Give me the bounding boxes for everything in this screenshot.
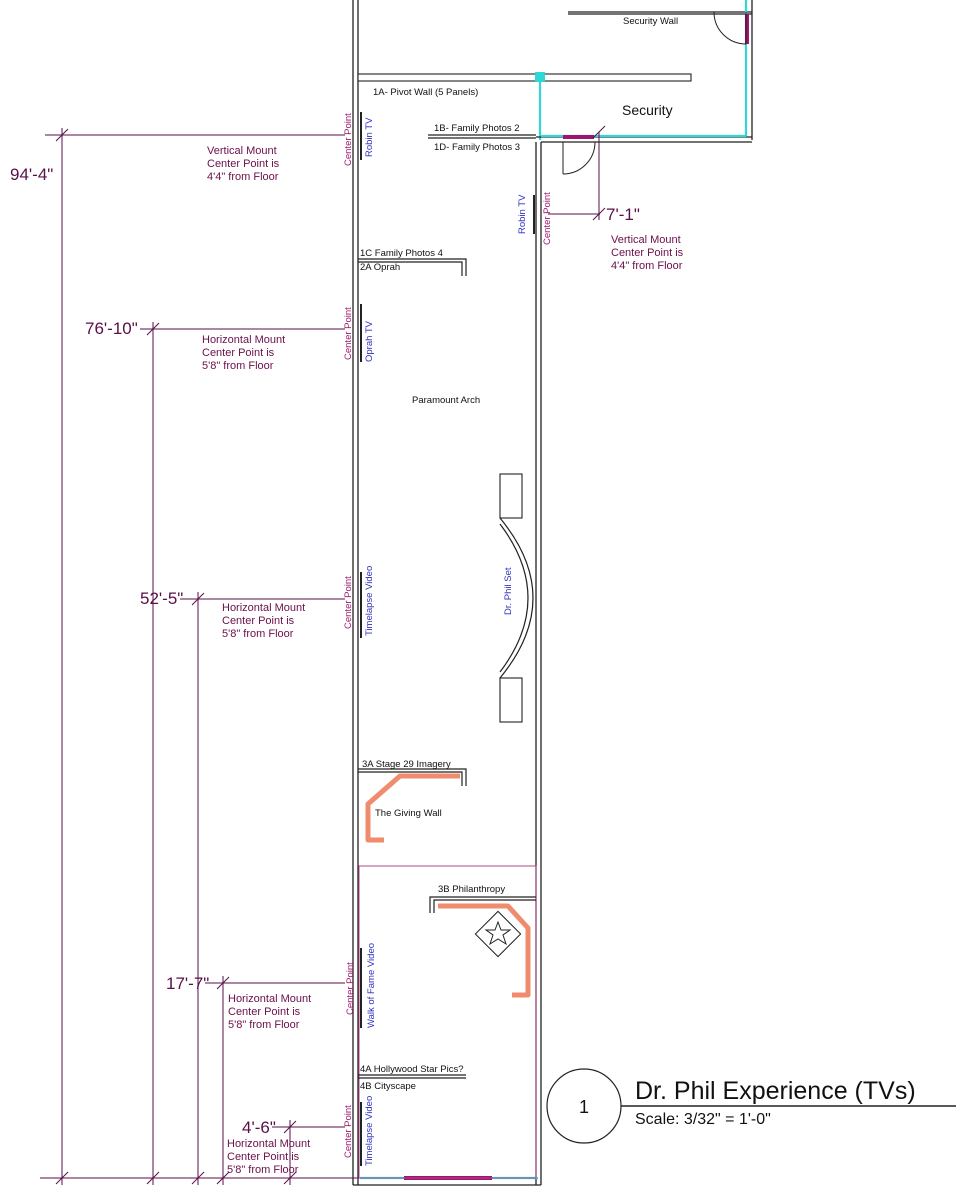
svg-text:5'8" from Floor: 5'8" from Floor bbox=[222, 628, 294, 640]
dimension-lines bbox=[40, 125, 606, 1185]
label-oprah-tv: Oprah TV bbox=[364, 320, 375, 362]
svg-text:Center Point is: Center Point is bbox=[202, 347, 275, 359]
label-timelapse-video-1: Timelapse Video bbox=[364, 566, 375, 636]
label-philanthropy: 3B Philanthropy bbox=[438, 884, 505, 895]
svg-text:Horizontal Mount: Horizontal Mount bbox=[202, 334, 285, 346]
mount-note-1: Vertical Mount Center Point is 4'4" from… bbox=[207, 145, 280, 183]
svg-text:Center Point is: Center Point is bbox=[207, 158, 280, 170]
label-stage-29: 3A Stage 29 Imagery bbox=[362, 759, 451, 770]
label-hollywood-star: 4A Hollywood Star Pics? bbox=[360, 1064, 464, 1075]
dimension-52ft: 52'-5" bbox=[140, 589, 183, 608]
svg-text:Center Point is: Center Point is bbox=[222, 615, 295, 627]
label-giving-wall: The Giving Wall bbox=[375, 808, 442, 819]
label-timelapse-video-2: Timelapse Video bbox=[364, 1096, 375, 1166]
label-family-photos-2: 1B- Family Photos 2 bbox=[434, 123, 520, 134]
label-oprah-panel: 2A Oprah bbox=[360, 262, 400, 273]
label-family-photos-4: 1C Family Photos 4 bbox=[360, 248, 443, 259]
sheet-number: 1 bbox=[579, 1097, 589, 1117]
label-pivot-wall: 1A- Pivot Wall (5 Panels) bbox=[373, 87, 478, 98]
label-paramount-arch: Paramount Arch bbox=[412, 395, 480, 406]
label-security-wall: Security Wall bbox=[623, 16, 678, 27]
mount-note-4: Horizontal Mount Center Point is 5'8" fr… bbox=[228, 993, 311, 1031]
title-block: 1 Dr. Phil Experience (TVs) Scale: 3/32"… bbox=[546, 1068, 956, 1144]
mount-note-3: Horizontal Mount Center Point is 5'8" fr… bbox=[222, 602, 305, 640]
svg-text:Vertical Mount: Vertical Mount bbox=[611, 234, 681, 246]
mount-note-2: Horizontal Mount Center Point is 5'8" fr… bbox=[202, 334, 285, 372]
dimension-94ft: 94'-4" bbox=[10, 165, 53, 184]
philanthropy-counter bbox=[438, 903, 531, 998]
svg-text:5'8" from Floor: 5'8" from Floor bbox=[202, 360, 274, 372]
dimension-4ft: 4'-6" bbox=[242, 1118, 276, 1137]
svg-text:Center Point is: Center Point is bbox=[611, 247, 684, 259]
center-point-robin-right: Center Point bbox=[542, 192, 553, 245]
dimension-17ft: 17'-7" bbox=[166, 974, 209, 993]
svg-text:Horizontal Mount: Horizontal Mount bbox=[228, 993, 311, 1005]
center-point-robin-left: Center Point bbox=[343, 113, 354, 166]
mount-note-6: Vertical Mount Center Point is 4'4" from… bbox=[611, 234, 684, 272]
center-point-oprah: Center Point bbox=[343, 307, 354, 360]
label-family-photos-3: 1D- Family Photos 3 bbox=[434, 142, 520, 153]
label-walk-of-fame-video: Walk of Fame Video bbox=[366, 943, 377, 1028]
panels bbox=[358, 258, 536, 1079]
center-point-walk-of-fame: Center Point bbox=[345, 962, 356, 1015]
svg-text:4'4" from Floor: 4'4" from Floor bbox=[207, 171, 279, 183]
svg-text:5'8" from Floor: 5'8" from Floor bbox=[227, 1164, 299, 1176]
svg-text:5'8" from Floor: 5'8" from Floor bbox=[228, 1019, 300, 1031]
mount-note-5: Horizontal Mount Center Point is 5'8" fr… bbox=[227, 1138, 310, 1176]
label-robin-tv-right: Robin TV bbox=[517, 194, 528, 234]
dimension-7ft: 7'-1" bbox=[606, 205, 640, 224]
center-point-timelapse-1: Center Point bbox=[343, 576, 354, 629]
dr-phil-set bbox=[499, 473, 534, 723]
label-robin-tv-left: Robin TV bbox=[364, 117, 375, 157]
svg-text:Horizontal Mount: Horizontal Mount bbox=[227, 1138, 310, 1150]
giving-wall-counter bbox=[365, 773, 460, 843]
svg-text:Vertical Mount: Vertical Mount bbox=[207, 145, 277, 157]
center-point-timelapse-2: Center Point bbox=[343, 1105, 354, 1158]
svg-text:Center Point is: Center Point is bbox=[227, 1151, 300, 1163]
corridor-walls bbox=[352, 0, 542, 1186]
tv-markers bbox=[360, 112, 535, 1166]
svg-text:Horizontal Mount: Horizontal Mount bbox=[222, 602, 305, 614]
svg-text:Center Point is: Center Point is bbox=[228, 1006, 301, 1018]
label-dr-phil-set: Dr. Phil Set bbox=[503, 567, 514, 615]
label-security-room: Security bbox=[622, 102, 673, 118]
svg-text:4'4" from Floor: 4'4" from Floor bbox=[611, 260, 683, 272]
drawing-scale: Scale: 3/32" = 1'-0" bbox=[635, 1111, 771, 1128]
label-cityscape: 4B Cityscape bbox=[360, 1081, 416, 1092]
dimension-76ft: 76'-10" bbox=[85, 319, 138, 338]
security-area bbox=[357, 0, 753, 175]
drawing-title: Dr. Phil Experience (TVs) bbox=[635, 1077, 916, 1105]
star-icon bbox=[474, 910, 522, 958]
